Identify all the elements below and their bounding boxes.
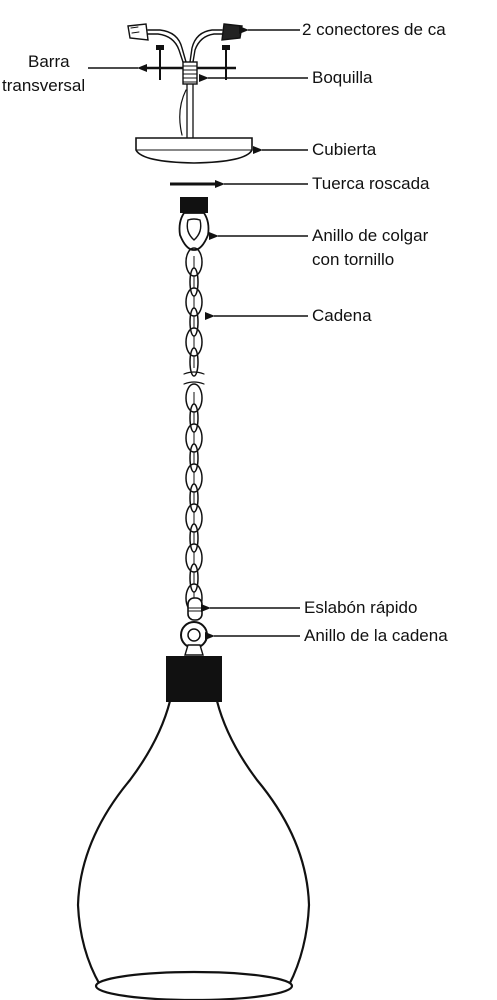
callout-arrows bbox=[88, 26, 308, 640]
chain-link bbox=[189, 347, 199, 377]
label-nipple: Boquilla bbox=[312, 68, 373, 87]
shade-cap bbox=[166, 656, 222, 702]
glass-shade bbox=[76, 699, 311, 1000]
label-connectors: 2 conectores de ca bbox=[302, 20, 446, 39]
chain-break bbox=[183, 371, 205, 385]
chain-upper bbox=[185, 247, 203, 377]
label-quick-link: Eslabón rápido bbox=[304, 598, 418, 617]
label-hanging-ring-line2: con tornillo bbox=[312, 250, 395, 269]
chain-lower bbox=[185, 383, 203, 613]
chain-ring bbox=[180, 621, 208, 656]
hanging-ring bbox=[178, 197, 210, 251]
threaded-nipple bbox=[179, 61, 198, 140]
label-chain-ring: Anillo de la cadena bbox=[304, 626, 448, 645]
label-crossbar-line2: transversal bbox=[2, 76, 86, 95]
quick-link bbox=[187, 597, 203, 621]
wire-connectors bbox=[127, 23, 243, 63]
label-crossbar-line1: Barra bbox=[28, 52, 70, 71]
label-chain: Cadena bbox=[312, 306, 372, 325]
label-hanging-ring-line1: Anillo de colgar bbox=[312, 226, 429, 245]
label-canopy: Cubierta bbox=[312, 140, 377, 159]
label-lock-nut: Tuerca roscada bbox=[312, 174, 430, 193]
canopy bbox=[135, 137, 253, 164]
